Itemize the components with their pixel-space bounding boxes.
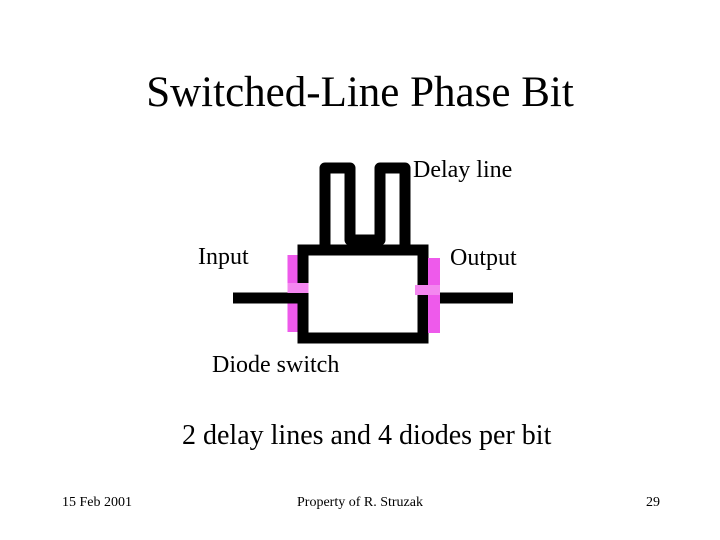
diode-right-nub [415, 285, 440, 295]
circuit-box-shape [297, 244, 429, 344]
output-label: Output [450, 245, 517, 271]
diode-right-bar [428, 258, 440, 333]
diode-left-nub [287, 283, 309, 293]
delay-line-shape [319, 162, 411, 255]
footer-date: 15 Feb 2001 [62, 495, 132, 510]
input-label: Input [198, 244, 249, 270]
footer-page-number: 29 [646, 495, 660, 510]
delay-line-label: Delay line [413, 157, 513, 183]
diode-switch-label: Diode switch [212, 352, 340, 378]
footer-attribution: Property of R. Struzak [297, 495, 423, 510]
output-line-shape [423, 292, 513, 304]
slide-title: Switched-Line Phase Bit [146, 69, 574, 116]
caption-text: 2 delay lines and 4 diodes per bit [182, 420, 552, 451]
input-line-shape [233, 292, 309, 304]
